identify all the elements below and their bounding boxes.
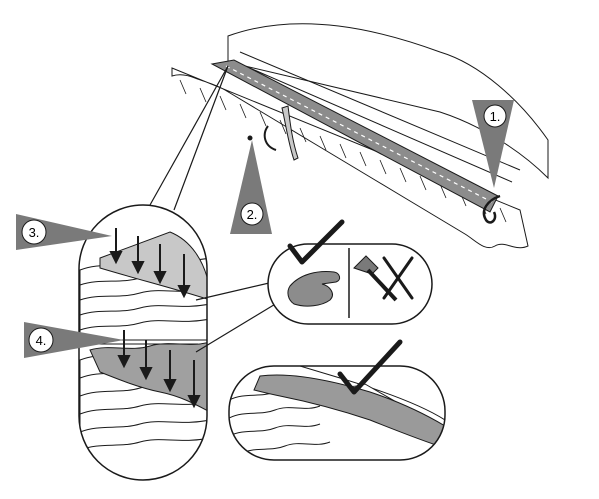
tile-grooves <box>179 79 507 223</box>
step-1-label: 1. <box>490 109 501 124</box>
ridge-beam-top <box>239 51 521 171</box>
detail-capsule <box>78 204 208 481</box>
press-arrows-upper <box>109 228 191 299</box>
release-liner <box>281 105 299 161</box>
cross-icon <box>382 256 414 300</box>
detail-strip-upper <box>99 231 207 301</box>
step-3-callout: 3. <box>16 214 112 250</box>
hand-press-icon <box>287 271 341 307</box>
hammer-icon <box>353 255 398 302</box>
strip-perforation <box>225 65 493 203</box>
tool-callout <box>267 219 433 325</box>
peel-arrow-1 <box>482 194 501 224</box>
result-callout <box>228 339 446 461</box>
peel-arrow-2 <box>263 125 277 151</box>
step-4-label: 4. <box>36 333 47 348</box>
result-checkmark-icon <box>337 339 403 395</box>
step-2-label: 2. <box>247 207 258 222</box>
press-arrows-lower <box>117 330 201 409</box>
step-2-callout: 2. <box>230 140 272 234</box>
detail-leader-lines <box>149 65 229 211</box>
step-3-badge <box>21 219 47 245</box>
result-callout-outline <box>228 365 446 461</box>
ridge-beam-bottom <box>235 61 513 183</box>
step-4-callout: 4. <box>24 322 124 358</box>
pointer-origin-2 <box>247 135 253 141</box>
roof-ridge-illustration <box>171 23 549 249</box>
step-3-label: 3. <box>29 225 40 240</box>
step-4-badge <box>28 327 54 353</box>
checkmark-icon <box>287 219 345 265</box>
step-1-badge <box>483 104 507 128</box>
step-1-callout: 1. <box>472 100 514 188</box>
step-2-badge <box>240 202 264 226</box>
roof-tiles-lower <box>171 67 529 249</box>
